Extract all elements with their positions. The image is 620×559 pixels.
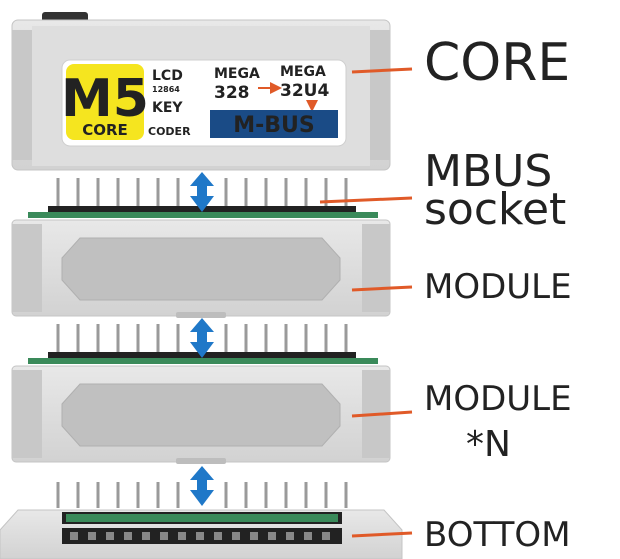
label-n: *N	[466, 424, 511, 465]
leader-line-bottom	[351, 531, 413, 538]
label-socket: socket	[424, 184, 566, 235]
module-1	[11, 219, 391, 318]
m5-logo	[66, 64, 144, 140]
module-window	[61, 237, 341, 301]
mbus-badge-text: M-BUS	[233, 113, 315, 138]
logo-main: M5	[61, 69, 149, 129]
label-core: CORE	[424, 33, 570, 93]
leader-line-module	[351, 285, 413, 292]
double-arrow-icon	[190, 466, 214, 506]
leader-line-module-n	[351, 410, 413, 418]
module-window	[61, 383, 341, 447]
label-bottom: BOTTOM	[424, 515, 571, 555]
mega-left: MEGA	[214, 66, 260, 82]
double-arrow-icon	[190, 172, 214, 212]
pin-block-3	[56, 482, 348, 508]
key-label: KEY	[152, 100, 183, 116]
logo-sub: CORE	[82, 121, 128, 139]
core-module: M5 CORE LCD 12864 KEY CODER MEGA 328 MEG…	[11, 12, 391, 171]
lcd-label: LCD	[152, 68, 183, 84]
label-module: MODULE	[424, 267, 572, 307]
module-2	[11, 365, 391, 464]
mega-right: MEGA	[280, 64, 326, 80]
coder-label: CODER	[148, 125, 191, 138]
bottom-module	[0, 509, 403, 559]
label-mbus: MBUS	[424, 146, 552, 197]
leader-line-mbus	[319, 196, 413, 204]
lcd-model: 12864	[152, 85, 180, 94]
mega-right-num: 32U4	[280, 81, 329, 101]
label-module-n: MODULE	[424, 379, 572, 419]
mega-left-num: 328	[214, 83, 250, 103]
mbus-badge	[210, 110, 338, 138]
leader-line-core	[351, 67, 413, 74]
double-arrow-icon	[190, 318, 214, 358]
